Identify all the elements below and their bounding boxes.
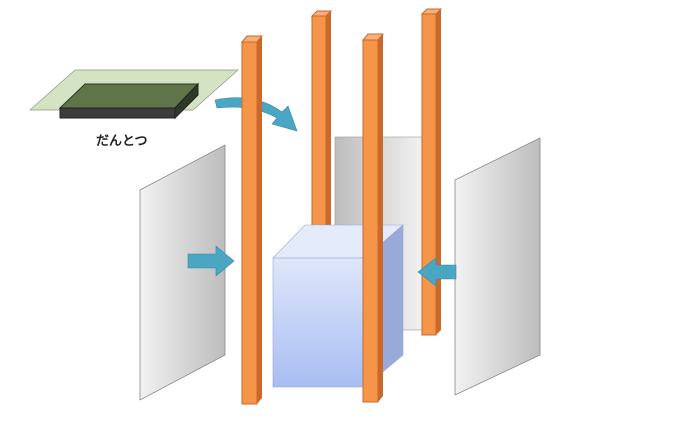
arrow-right-icon xyxy=(187,245,235,277)
post-front-right xyxy=(361,33,385,403)
cube-workpiece xyxy=(272,224,404,388)
post-back-right xyxy=(420,8,443,336)
arrow-left-icon xyxy=(417,257,457,287)
right-panel xyxy=(454,137,541,396)
danto-part xyxy=(29,69,239,120)
left-panel xyxy=(139,144,226,401)
post-front-left xyxy=(240,35,264,405)
post-back-left xyxy=(310,10,333,257)
part-label: だんとつ xyxy=(96,134,148,149)
